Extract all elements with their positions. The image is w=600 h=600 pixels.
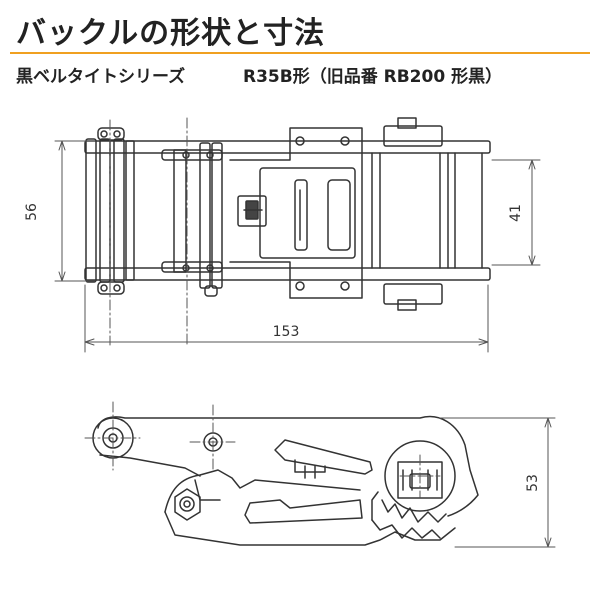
model-name: R35B形（旧品番 RB200 形黒） bbox=[243, 67, 503, 87]
dim-total-length-label: 153 bbox=[273, 324, 300, 340]
page-title: バックルの形状と寸法 bbox=[16, 16, 326, 51]
dim-belt-width-label: 41 bbox=[508, 204, 524, 222]
dim-height-label: 53 bbox=[525, 474, 541, 492]
dim-outer-width-label: 56 bbox=[24, 203, 40, 221]
top-view bbox=[84, 117, 491, 311]
title-underline bbox=[10, 52, 590, 54]
side-view-dimensions bbox=[84, 401, 556, 548]
series-name: 黒ベルタイトシリーズ bbox=[16, 67, 186, 87]
top-view-dimensions bbox=[54, 117, 541, 353]
